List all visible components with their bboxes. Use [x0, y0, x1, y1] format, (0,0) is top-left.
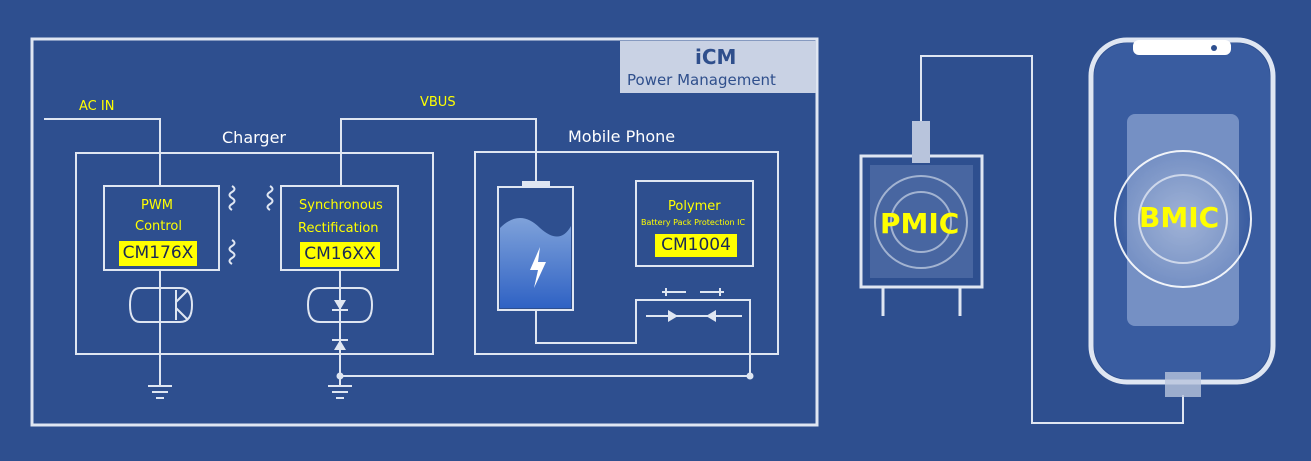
charger-label: Charger [222, 128, 286, 147]
protection-chip-label: CM1004 [655, 234, 737, 257]
lightning-icon [530, 247, 546, 288]
brand-title: iCM [695, 45, 737, 69]
vbus-line [340, 118, 537, 186]
sr-chip-label: CM16XX [300, 242, 380, 267]
vbus-label: VBUS [420, 95, 456, 110]
protection-ic-label: Battery Pack Protection IC [641, 218, 746, 227]
phone-port [1165, 372, 1201, 397]
usb-cable [920, 55, 1184, 424]
diode-icon [334, 300, 346, 310]
charger-box [75, 152, 434, 355]
sr-label: Synchronous [299, 198, 383, 213]
outer-frame [30, 37, 819, 427]
pwm-control-label: Control [135, 219, 182, 234]
optocoupler-right [306, 287, 374, 323]
brand-subtitle: Power Management [627, 71, 776, 89]
ac-in-label: AC IN [79, 99, 115, 114]
pmic-label: PMIC [880, 207, 960, 240]
optocoupler-left [128, 287, 194, 323]
protection-block [635, 180, 754, 267]
battery-return-line [535, 299, 662, 344]
mobile-phone-box [474, 151, 779, 355]
ac-in-line [44, 118, 161, 186]
bmic-label: BMIC [1139, 201, 1220, 234]
pwm-block [103, 185, 220, 271]
brand-box [620, 41, 816, 93]
polymer-label: Polymer [668, 199, 721, 214]
phone-notch [1133, 40, 1231, 55]
usb-plug [912, 121, 930, 163]
pwm-chip-label: CM176X [119, 241, 197, 266]
sr-rectification-label: Rectification [298, 221, 379, 236]
mobile-phone-label: Mobile Phone [568, 127, 676, 146]
pwm-label: PWM [141, 198, 173, 213]
